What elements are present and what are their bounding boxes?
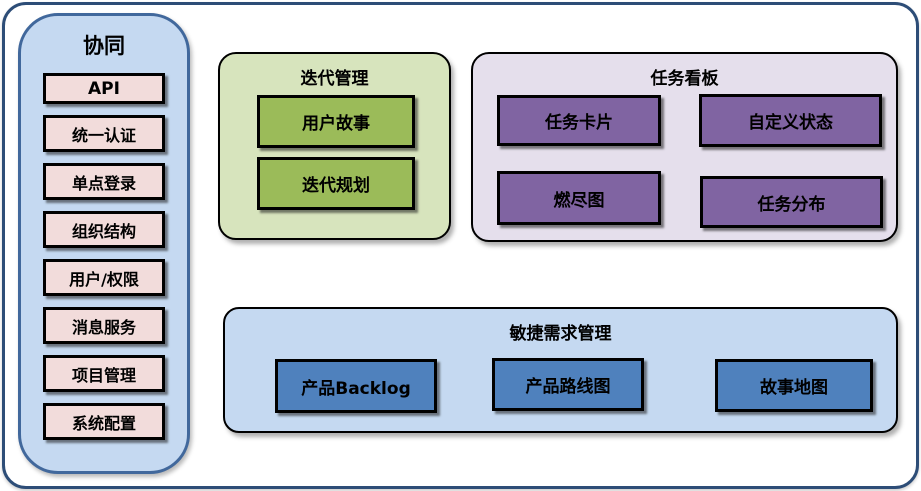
sidebar-item-message-service: 消息服务: [43, 307, 165, 344]
group-agile-title: 敏捷需求管理: [509, 324, 612, 344]
sidebar-item-user-permissions: 用户/权限: [43, 259, 165, 296]
sidebar-item-list: API 统一认证 单点登录 组织结构 用户/权限 消息服务 项目管理 系统配置: [21, 73, 187, 440]
sidebar-collaboration: 协同 API 统一认证 单点登录 组织结构 用户/权限 消息服务 项目管理 系统…: [18, 13, 190, 474]
sidebar-item-sso: 单点登录: [43, 163, 165, 200]
group-task-board-title: 任务看板: [650, 69, 719, 89]
group-iteration-management: 迭代管理 用户故事 迭代规划: [218, 52, 451, 240]
item-task-card: 任务卡片: [497, 95, 661, 146]
group-agile-requirements: 敏捷需求管理 产品Backlog 产品路线图 故事地图: [223, 307, 898, 433]
item-custom-status: 自定义状态: [699, 94, 882, 147]
sidebar-item-api: API: [43, 73, 165, 104]
sidebar-item-unified-auth: 统一认证: [43, 115, 165, 152]
item-product-backlog: 产品Backlog: [275, 359, 437, 413]
sidebar-item-org-structure: 组织结构: [43, 211, 165, 248]
sidebar-title: 协同: [83, 34, 125, 58]
item-task-distribution: 任务分布: [700, 176, 883, 228]
item-user-story: 用户故事: [257, 95, 415, 148]
item-product-roadmap: 产品路线图: [492, 358, 644, 411]
item-iteration-planning: 迭代规划: [257, 157, 415, 210]
group-task-board: 任务看板 任务卡片 自定义状态 燃尽图 任务分布: [471, 52, 898, 242]
sidebar-item-system-config: 系统配置: [43, 403, 165, 440]
item-story-map: 故事地图: [715, 359, 873, 412]
sidebar-item-project-management: 项目管理: [43, 355, 165, 392]
item-burndown-chart: 燃尽图: [497, 171, 661, 225]
group-iteration-title: 迭代管理: [300, 69, 369, 89]
